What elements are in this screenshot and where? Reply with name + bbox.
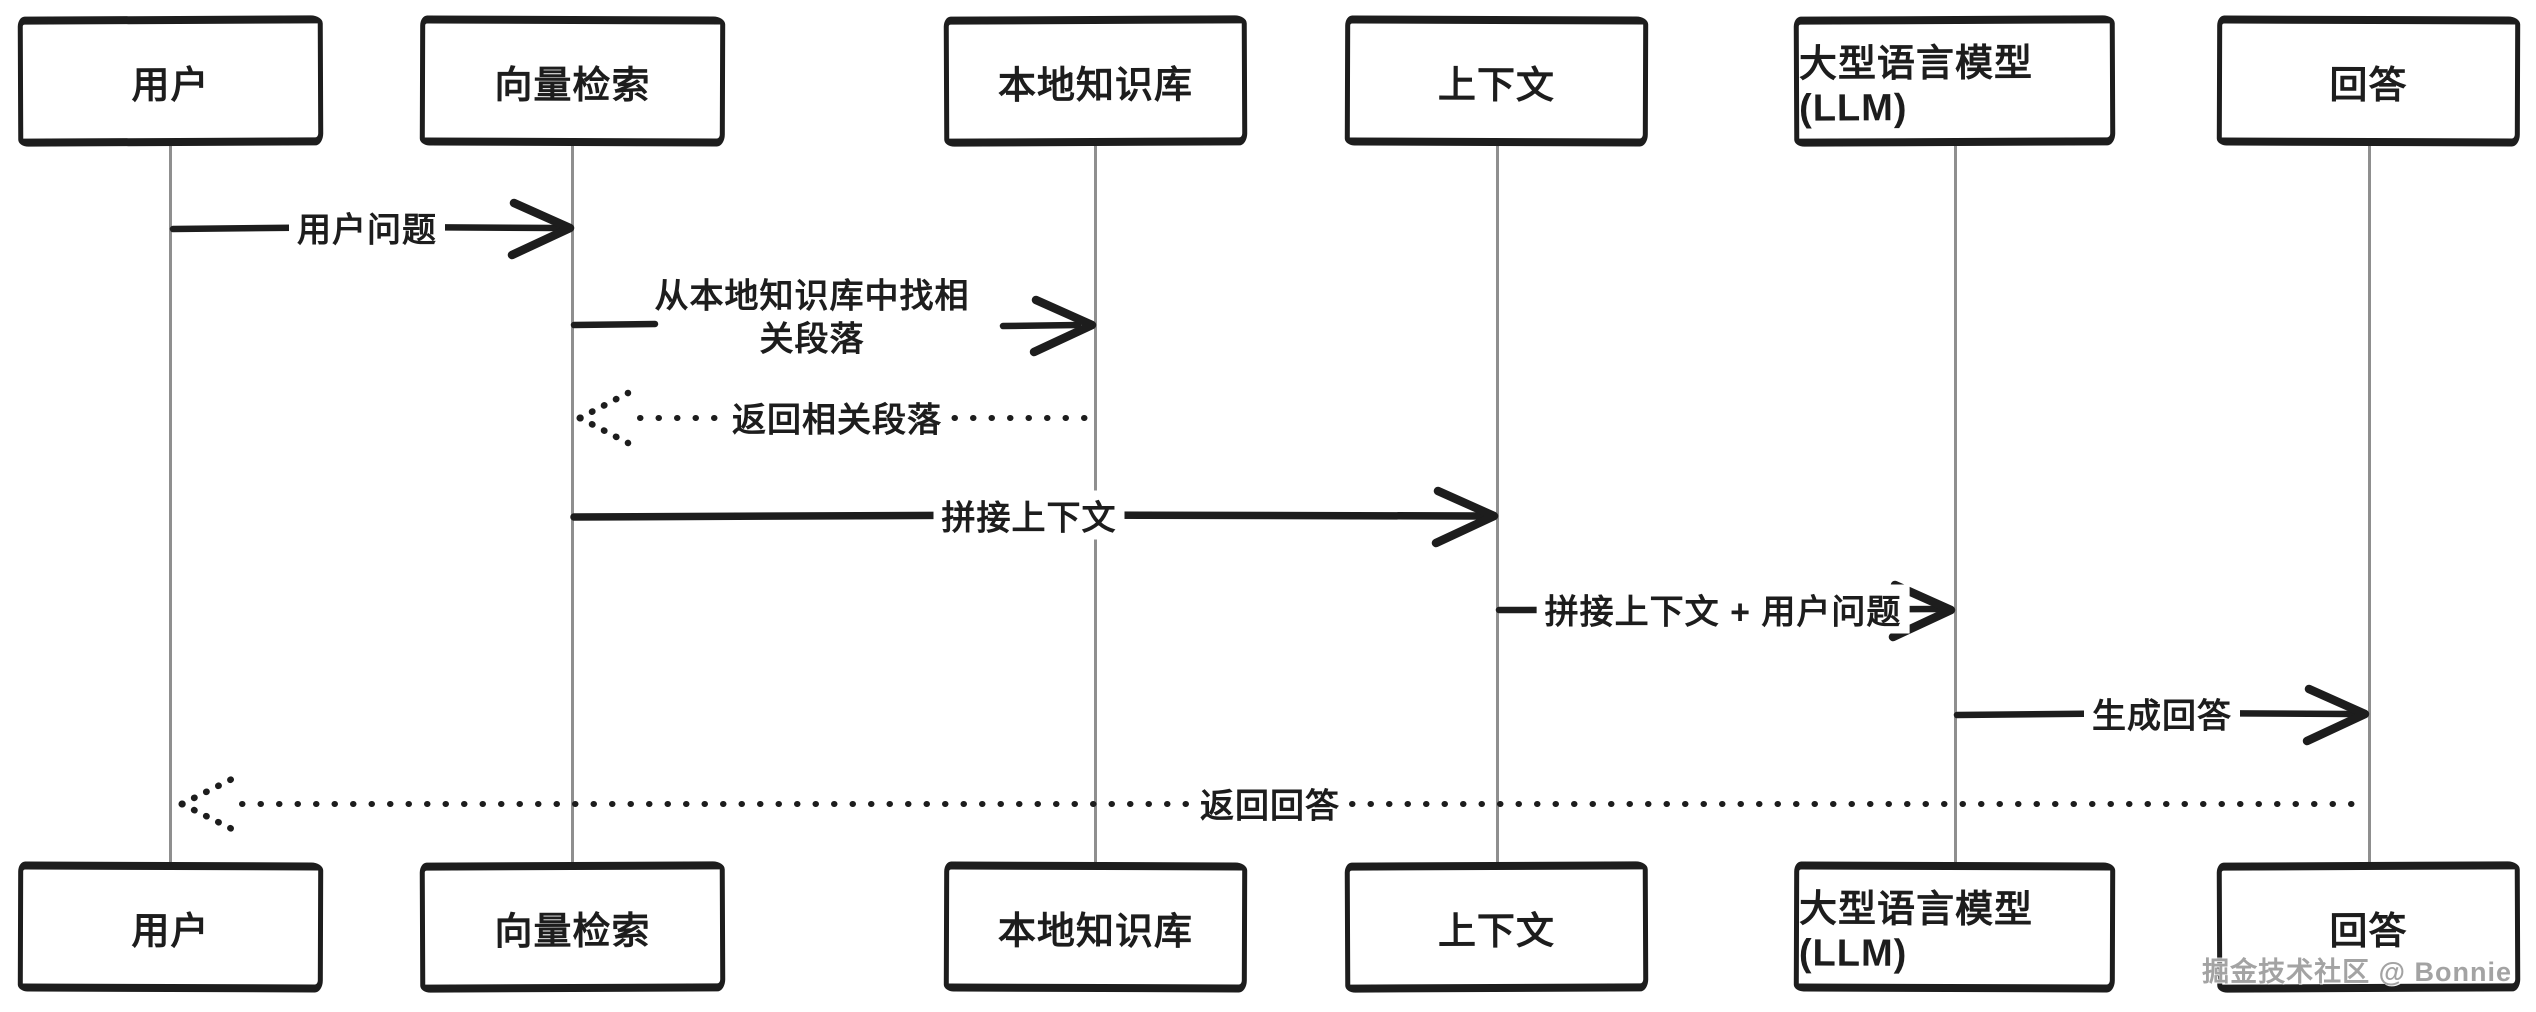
participant-label: 回答: [2329, 64, 2408, 107]
participant-top-local-knowledge-base: 本地知识库: [943, 15, 1248, 147]
participant-bottom-vector-search: 向量检索: [419, 861, 726, 993]
participant-top-answer: 回答: [2216, 15, 2521, 147]
message-arrow-7: [178, 775, 2369, 833]
message-label-3: 返回相关段落: [724, 392, 950, 442]
participant-label: 大型语言模型(LLM): [1798, 888, 2034, 975]
participant-top-user: 用户: [17, 15, 324, 147]
message-label-7: 返回回答: [1192, 778, 1348, 828]
watermark: 掘金技术社区 @ Bonnie: [2202, 957, 2512, 987]
participant-label: 大型语言模型(LLM): [1798, 42, 2034, 130]
lifeline-user: [169, 146, 172, 864]
participant-label: 上下文: [1437, 910, 1556, 953]
participant-label: 上下文: [1437, 64, 1556, 107]
lifeline-context: [1496, 146, 1499, 864]
participant-label: 用户: [131, 64, 210, 107]
lifeline-answer: [2368, 146, 2371, 864]
message-label-5: 拼接上下文 + 用户问题: [1536, 584, 1910, 634]
participant-label: 向量检索: [494, 910, 651, 953]
participant-bottom-local-knowledge-base: 本地知识库: [943, 861, 1248, 993]
participant-top-context: 上下文: [1344, 15, 1649, 147]
participant-bottom-context: 上下文: [1344, 861, 1649, 993]
participant-bottom-llm: 大型语言模型(LLM): [1793, 861, 2116, 993]
lifeline-llm: [1954, 146, 1957, 864]
lifeline-vector-search: [571, 146, 574, 864]
participant-top-vector-search: 向量检索: [419, 15, 726, 147]
participant-label: 向量检索: [494, 64, 651, 107]
participant-label: 本地知识库: [997, 64, 1194, 107]
message-label-2: 从本地知识库中找相关段落: [654, 277, 970, 359]
participant-label: 本地知识库: [997, 910, 1194, 953]
message-label-6: 生成回答: [2084, 688, 2240, 738]
message-label-1: 用户问题: [289, 202, 445, 252]
message-arrow-3: [576, 389, 1095, 447]
participant-label: 用户: [131, 910, 210, 953]
message-label-4: 拼接上下文: [933, 490, 1125, 540]
participant-bottom-user: 用户: [17, 861, 324, 993]
participant-top-llm: 大型语言模型(LLM): [1793, 15, 2116, 147]
message-arrow-2: [570, 295, 1097, 357]
participant-label: 回答: [2329, 910, 2408, 953]
